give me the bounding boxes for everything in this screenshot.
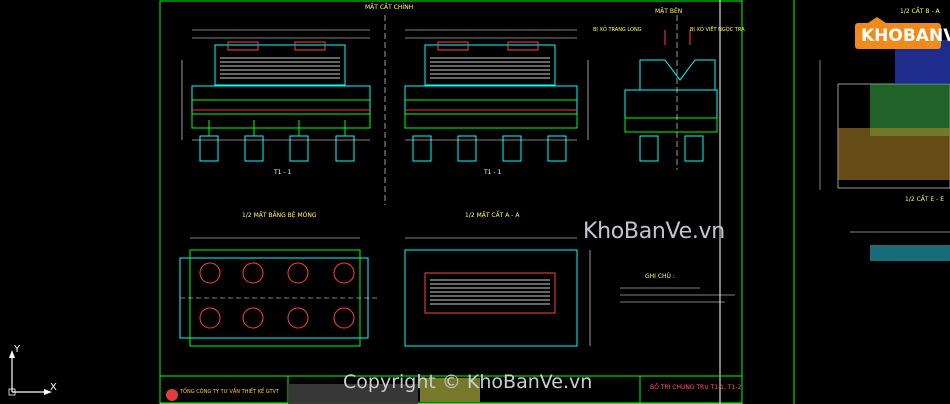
copyright-watermark: Copyright © KhoBanVe.vn: [343, 371, 593, 393]
right-section-title-e: 1/2 CẮT E - E: [905, 195, 944, 203]
title-block-company: TỔNG CÔNG TY TƯ VẤN THIẾT KẾ GTVT: [179, 387, 280, 395]
pier-label-right: T1 - 1: [483, 169, 501, 176]
title-block: [159, 375, 743, 404]
side-view-title: MẶT BÊN: [655, 7, 682, 15]
right-section-title-a: 1/2 CẮT B - A: [900, 7, 941, 15]
foundation-plan: [179, 237, 380, 347]
logo-badge: [855, 23, 941, 49]
pier-label-left: T1 - 1: [273, 169, 291, 176]
right-panel: [819, 40, 950, 261]
logo-roof-icon: [865, 17, 889, 25]
toolbar-overlay: [288, 384, 418, 404]
ucs-icon: Y X: [8, 344, 57, 396]
elevation-right: [404, 41, 578, 162]
notes-lines: [620, 287, 735, 303]
ucs-y-label: Y: [13, 344, 21, 355]
sheet-frame: [159, 0, 795, 404]
logo-text: KHOBANVE: [861, 26, 950, 46]
brand-logo: KHOBANVE: [855, 17, 950, 53]
title-block-sheet: BỐ TRÍ CHUNG TRỤ T1-1, T1-2: [650, 383, 741, 391]
elevation-left: [191, 41, 371, 162]
main-section-title: MẶT CẮT CHÍNH: [365, 3, 413, 11]
side-label-right: BỊ XỎ VIẾT NGỌC TRẠ: [690, 25, 745, 33]
dimension-lines: [181, 15, 589, 205]
side-label-left: BỊ XỎ TRANG LONG: [593, 25, 642, 33]
site-watermark: KhoBanVe.vn: [583, 219, 725, 244]
ucs-x-label: X: [50, 382, 57, 393]
notes-title: GHI CHÚ :: [645, 273, 675, 280]
section-aa-title: 1/2 MẶT CẮT A - A: [465, 211, 520, 219]
section-aa: [404, 237, 591, 347]
side-view: [624, 15, 718, 170]
plan-title: 1/2 MẶT BẰNG BỆ MÓNG: [242, 211, 317, 219]
